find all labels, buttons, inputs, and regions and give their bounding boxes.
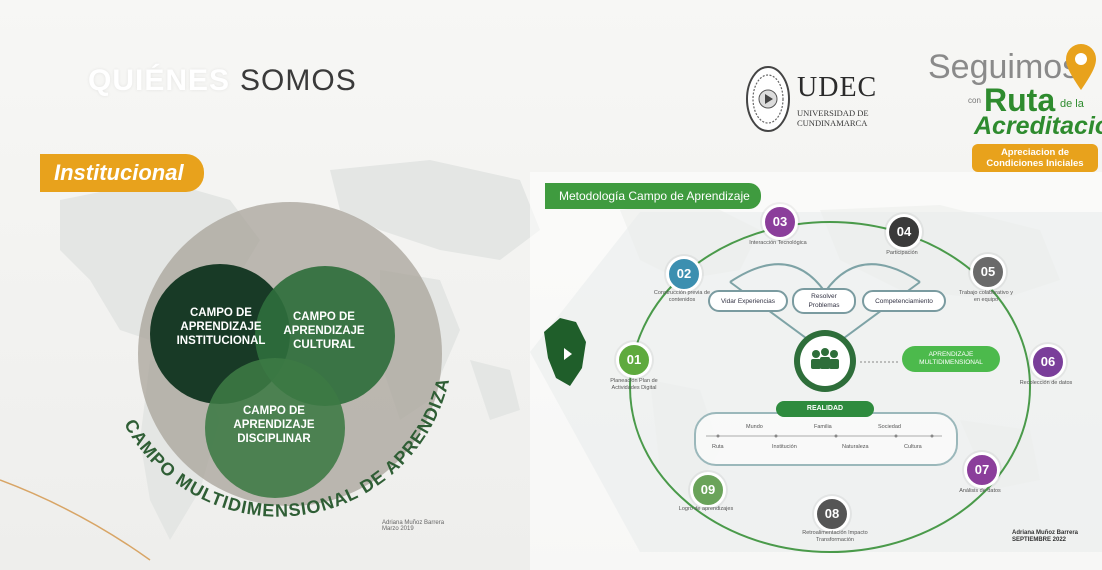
step-09-label: Logro de aprendizajes xyxy=(678,506,734,512)
step-06-circle: 06 xyxy=(1030,344,1066,380)
real-bottom-cultura: Cultura xyxy=(904,444,922,450)
real-bottom-ruta: Ruta xyxy=(712,444,724,450)
step-07-label: Análisis de datos xyxy=(959,488,1001,494)
pill-vidar-experiencias: Vidar Experiencias xyxy=(708,290,788,312)
venn-diagram: CAMPO MULTIDIMENSIONAL DE APRENDIZAJE xyxy=(110,186,452,521)
realidad-label: REALIDAD xyxy=(776,401,874,417)
pill-resolver-problemas: Resolver Problemas xyxy=(792,288,856,314)
realidad-box: Mundo Familia Sociedad Ruta Institución … xyxy=(694,412,958,466)
badge-line2: Condiciones Iniciales xyxy=(986,158,1084,169)
step-03-label: Interacción Tecnológica xyxy=(749,240,807,246)
real-top-sociedad: Sociedad xyxy=(878,424,901,430)
left-sig-line2: Marzo 2019 xyxy=(382,526,414,532)
circle-institucional-label: CAMPO DE APRENDIZAJE INSTITUCIONAL xyxy=(166,306,276,348)
realidad-line xyxy=(706,434,942,438)
udec-name: UDEC xyxy=(797,72,878,103)
dela-text: de la xyxy=(1060,98,1084,110)
udec-logo: UDEC UNIVERSIDAD DE CUNDINAMARCA xyxy=(745,64,905,138)
step-02-circle: 02 xyxy=(666,256,702,292)
step-01-label: Planeación Plan de Actividades Digital xyxy=(610,378,658,391)
c2-line1: CAMPO DE xyxy=(293,311,355,323)
pill-mid-line1: Resolver xyxy=(811,293,837,300)
c1-line1: CAMPO DE xyxy=(190,307,252,319)
acreditacion-logo: Seguimos con Ruta de la Acreditación Apr… xyxy=(922,44,1102,174)
step-01-circle: 01 xyxy=(616,342,652,378)
circle-disciplinar xyxy=(205,358,345,498)
location-pin-icon xyxy=(1066,44,1096,90)
step-06-label: Recolección de datos xyxy=(1019,380,1073,386)
c2-line2: APRENDIZAJE xyxy=(283,325,365,337)
step-08-label: Retroalimentación Impacto Transformación xyxy=(802,530,868,543)
ruta-text: Ruta xyxy=(984,82,1056,118)
step-03-circle: 03 xyxy=(762,204,798,240)
c1-line2: APRENDIZAJE xyxy=(180,321,262,333)
right-signature: Adriana Muñoz Barrera SEPTIEMBRE 2022 xyxy=(1012,530,1078,544)
green-line2: MULTIDIMENSIONAL xyxy=(919,359,983,366)
left-sig-line1: Adriana Muñoz Barrera xyxy=(382,520,445,526)
udec-seal-icon xyxy=(746,66,790,132)
con-text: con xyxy=(968,96,981,105)
c3-line2: APRENDIZAJE xyxy=(233,419,315,431)
c3-line3: DISCIPLINAR xyxy=(237,433,311,445)
right-sig-line1: Adriana Muñoz Barrera xyxy=(1012,530,1079,536)
c3-line1: CAMPO DE xyxy=(243,405,305,417)
real-bottom-naturaleza: Naturaleza xyxy=(842,444,869,450)
people-gear-icon xyxy=(794,330,856,392)
udec-sub-line2: CUNDINAMARCA xyxy=(797,118,868,128)
page-title: QUIÉNES SOMOS xyxy=(88,64,357,98)
step-05-label: Trabajo colaborativo y en equipo xyxy=(959,290,1013,303)
step-09-circle: 09 xyxy=(690,472,726,508)
udec-subtitle: UNIVERSIDAD DE CUNDINAMARCA xyxy=(797,108,869,128)
step-08-circle: 08 xyxy=(814,496,850,532)
real-top-familia: Familia xyxy=(814,424,832,430)
aprendizaje-multidimensional-pill: APRENDIZAJE MULTIDIMENSIONAL xyxy=(902,346,1000,372)
institucional-tag: Institucional xyxy=(40,154,204,192)
pill-mid-line2: Problemas xyxy=(808,302,840,309)
seguimos-text: Seguimos xyxy=(928,48,1080,86)
pill-competenciamiento: Competenciamiento xyxy=(862,290,946,312)
badge-line1: Apreciacion de xyxy=(1000,147,1070,158)
udec-sub-line1: UNIVERSIDAD DE xyxy=(797,108,869,118)
circle-cultural-label: CAMPO DE APRENDIZAJE CULTURAL xyxy=(272,310,376,352)
step-04-circle: 04 xyxy=(886,214,922,250)
c2-line3: CULTURAL xyxy=(293,339,355,351)
methodology-tag: Metodología Campo de Aprendizaje xyxy=(545,183,761,209)
step-07-circle: 07 xyxy=(964,452,1000,488)
acreditacion-text: Acreditación xyxy=(974,112,1102,140)
c1-line3: INSTITUCIONAL xyxy=(176,335,266,347)
apreciacion-badge: Apreciacion de Condiciones Iniciales xyxy=(972,144,1098,172)
green-line1: APRENDIZAJE xyxy=(928,351,974,358)
title-word-somos: SOMOS xyxy=(240,64,357,97)
step-04-label: Participación xyxy=(886,250,918,256)
left-signature: Adriana Muñoz Barrera Marzo 2019 xyxy=(382,520,444,532)
step-02-label: Construcción previa de contenidos xyxy=(653,290,711,303)
real-bottom-institucion: Institución xyxy=(772,444,797,450)
right-sig-line2: SEPTIEMBRE 2022 xyxy=(1012,537,1067,543)
step-05-circle: 05 xyxy=(970,254,1006,290)
real-top-mundo: Mundo xyxy=(746,424,763,430)
title-word-quienes: QUIÉNES xyxy=(88,64,231,97)
circle-disciplinar-label: CAMPO DE APRENDIZAJE DISCIPLINAR xyxy=(222,404,326,446)
